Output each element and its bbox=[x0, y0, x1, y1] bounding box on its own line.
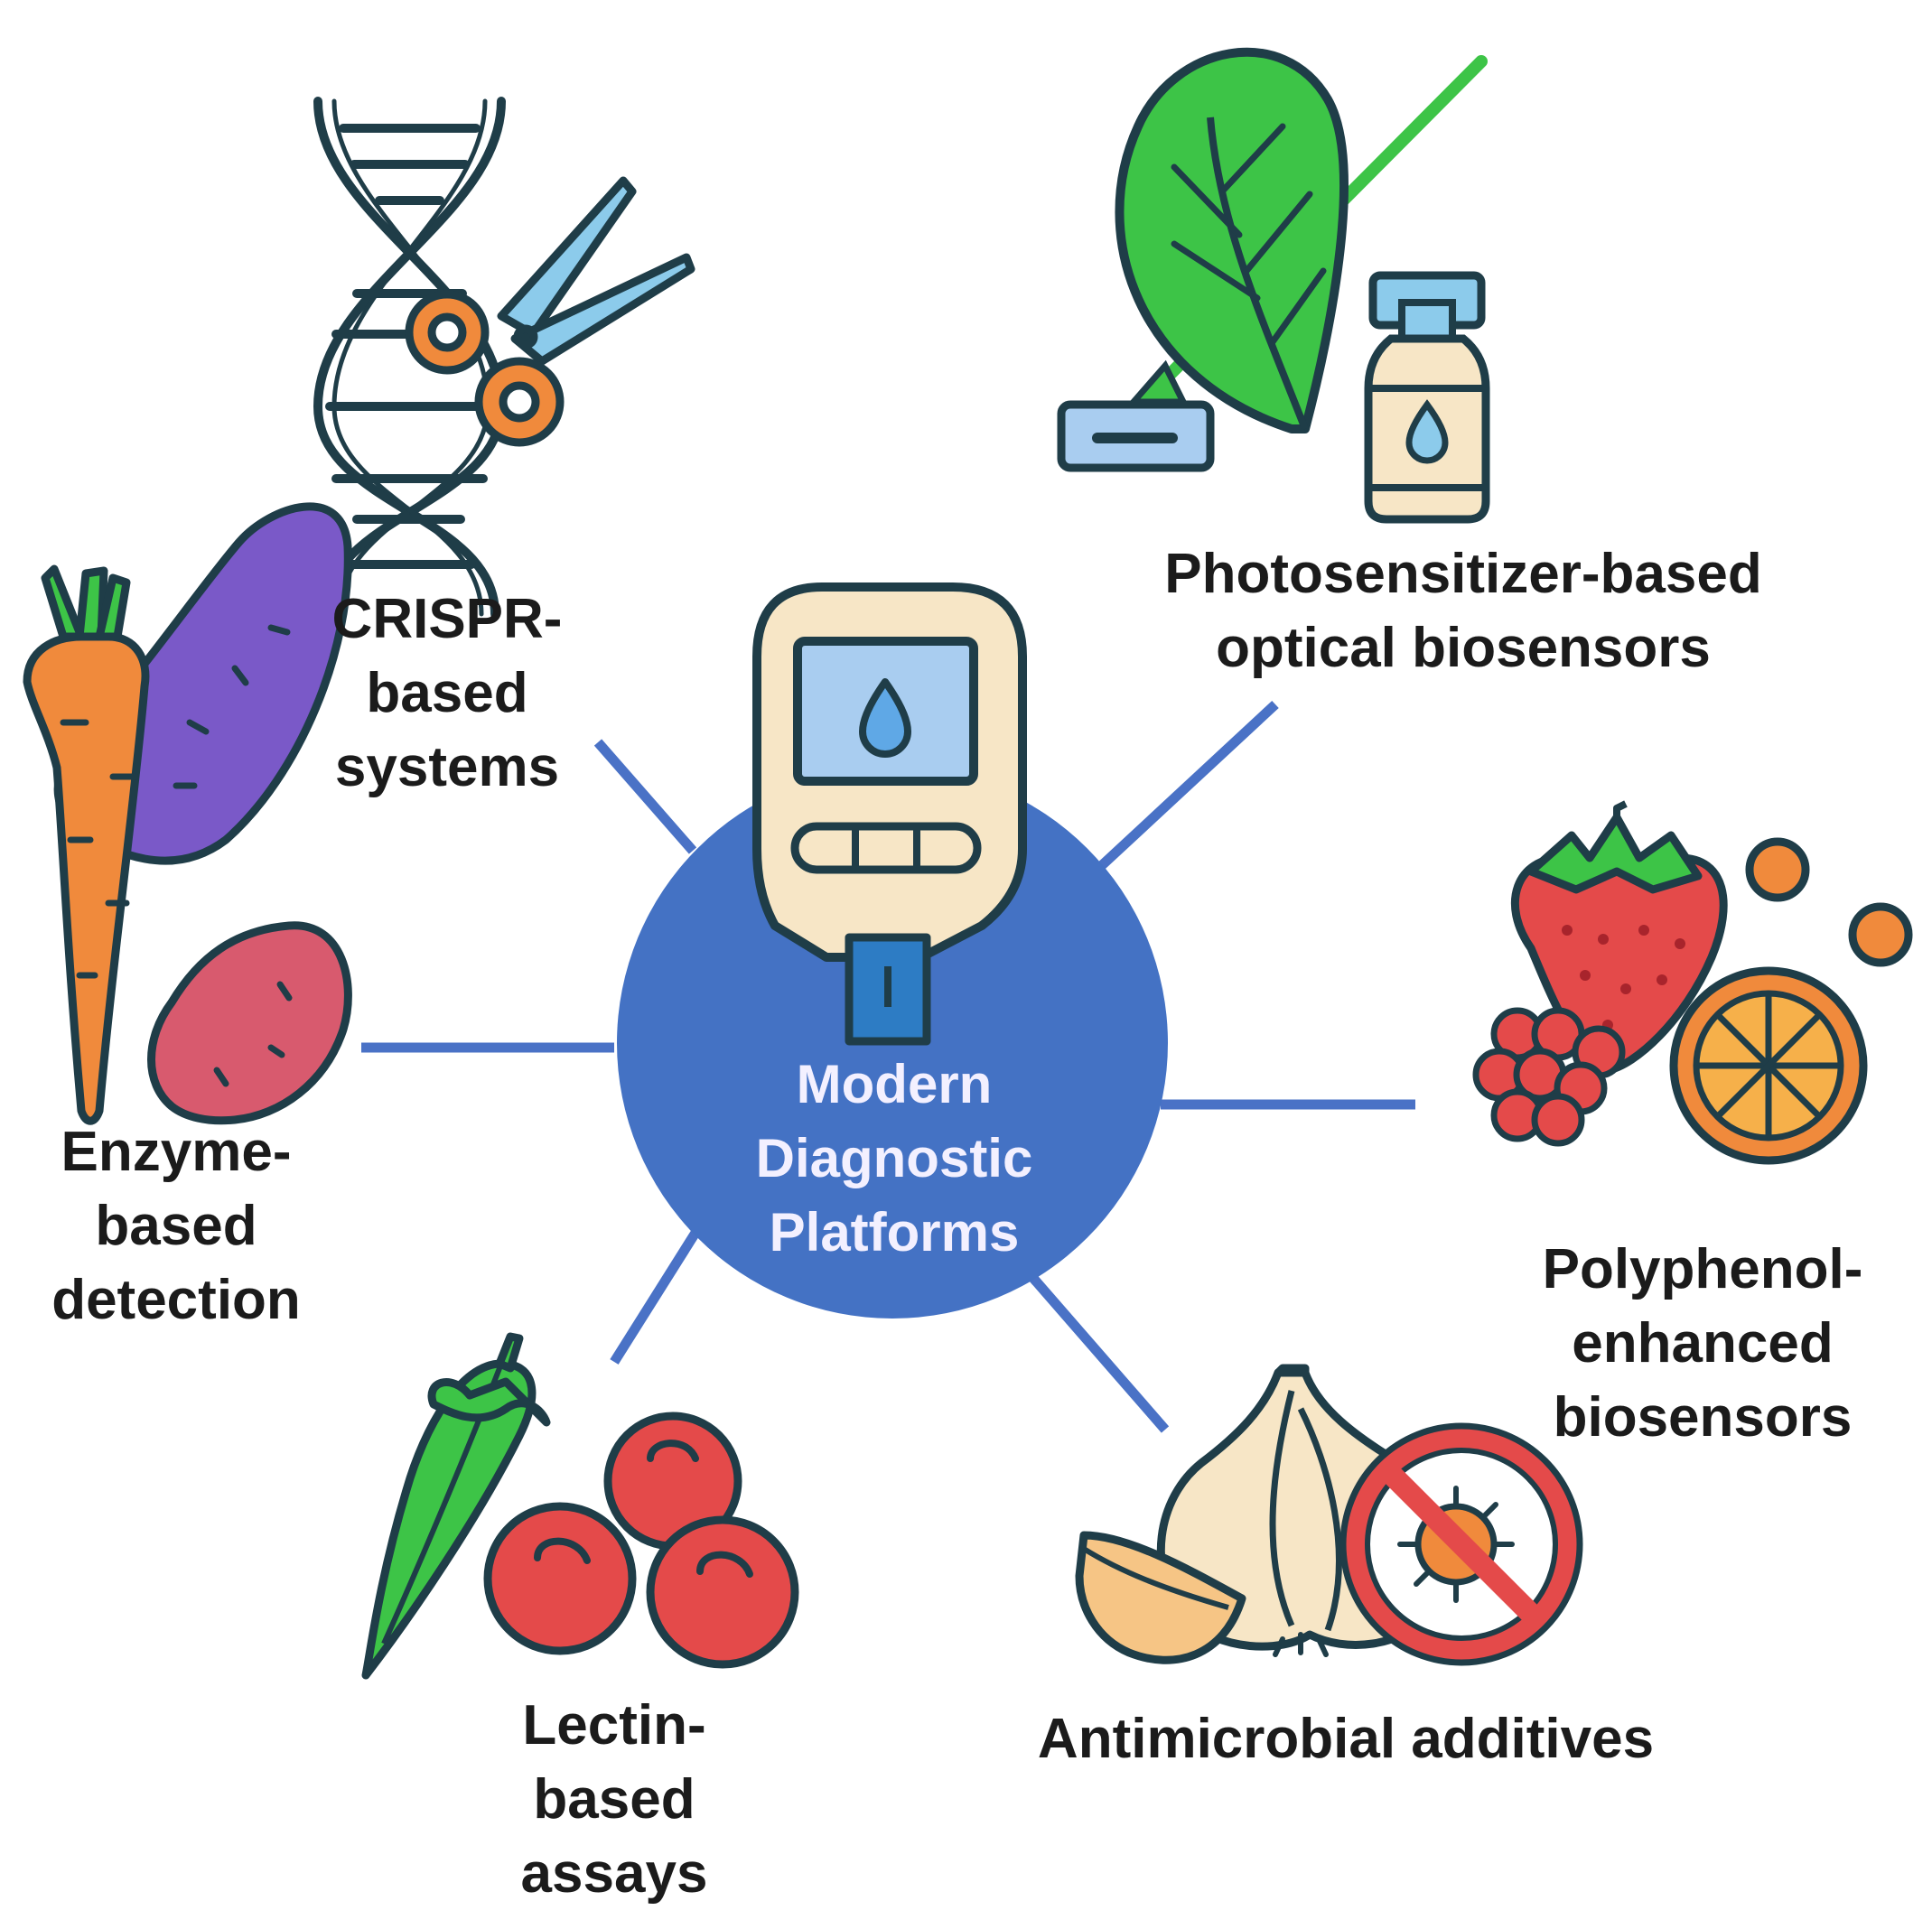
label-photosensitizer-line: optical biosensors bbox=[1216, 617, 1711, 679]
label-antimicrobial-line: Antimicrobial additives bbox=[1037, 1708, 1655, 1770]
label-enzyme-line: detection bbox=[51, 1269, 301, 1331]
connector-lectin bbox=[610, 1230, 700, 1365]
hub-label-line: Diagnostic bbox=[755, 1128, 1033, 1188]
hub-label-line: Modern bbox=[796, 1054, 993, 1114]
label-lectin-line: assays bbox=[520, 1842, 708, 1905]
connector-photosensitizer bbox=[1097, 700, 1279, 871]
label-polyphenol: Polyphenol- enhanced biosensors bbox=[1504, 1233, 1901, 1455]
label-polyphenol-line: enhanced bbox=[1572, 1312, 1834, 1375]
scissors-icon bbox=[405, 176, 695, 447]
label-enzyme-line: based bbox=[95, 1195, 257, 1257]
glucose-meter-icon bbox=[752, 582, 1027, 1046]
label-photosensitizer: Photosensitizer-based optical biosensors bbox=[1057, 537, 1870, 685]
label-lectin-line: based bbox=[533, 1768, 695, 1831]
label-lectin: Lectin- based assays bbox=[470, 1689, 759, 1911]
fruits-icon bbox=[1472, 800, 1913, 1165]
hub-label: Modern Diagnostic Platforms bbox=[714, 1048, 1075, 1270]
okra-beans-icon bbox=[361, 1332, 799, 1680]
leaf-vial-icon bbox=[1057, 47, 1490, 524]
label-lectin-line: Lectin- bbox=[522, 1694, 706, 1757]
label-enzyme-line: Enzyme- bbox=[61, 1121, 292, 1183]
label-photosensitizer-line: Photosensitizer-based bbox=[1164, 543, 1762, 605]
connector-crispr bbox=[593, 739, 697, 854]
label-polyphenol-line: biosensors bbox=[1553, 1386, 1853, 1449]
connectors bbox=[361, 700, 1415, 1433]
label-crispr-line: systems bbox=[334, 736, 560, 798]
garlic-no-microbe-icon bbox=[1075, 1364, 1583, 1666]
label-crispr-line: CRISPR- bbox=[331, 588, 563, 650]
root-vegetables-icon bbox=[23, 502, 352, 1125]
label-crispr-line: based bbox=[366, 662, 528, 724]
connector-antimicrobial bbox=[1021, 1265, 1170, 1433]
label-enzyme: Enzyme- based detection bbox=[23, 1115, 330, 1337]
label-polyphenol-line: Polyphenol- bbox=[1542, 1238, 1863, 1300]
hub-label-line: Platforms bbox=[769, 1202, 1020, 1263]
label-antimicrobial: Antimicrobial additives bbox=[957, 1702, 1734, 1776]
label-crispr: CRISPR- based systems bbox=[303, 582, 592, 805]
